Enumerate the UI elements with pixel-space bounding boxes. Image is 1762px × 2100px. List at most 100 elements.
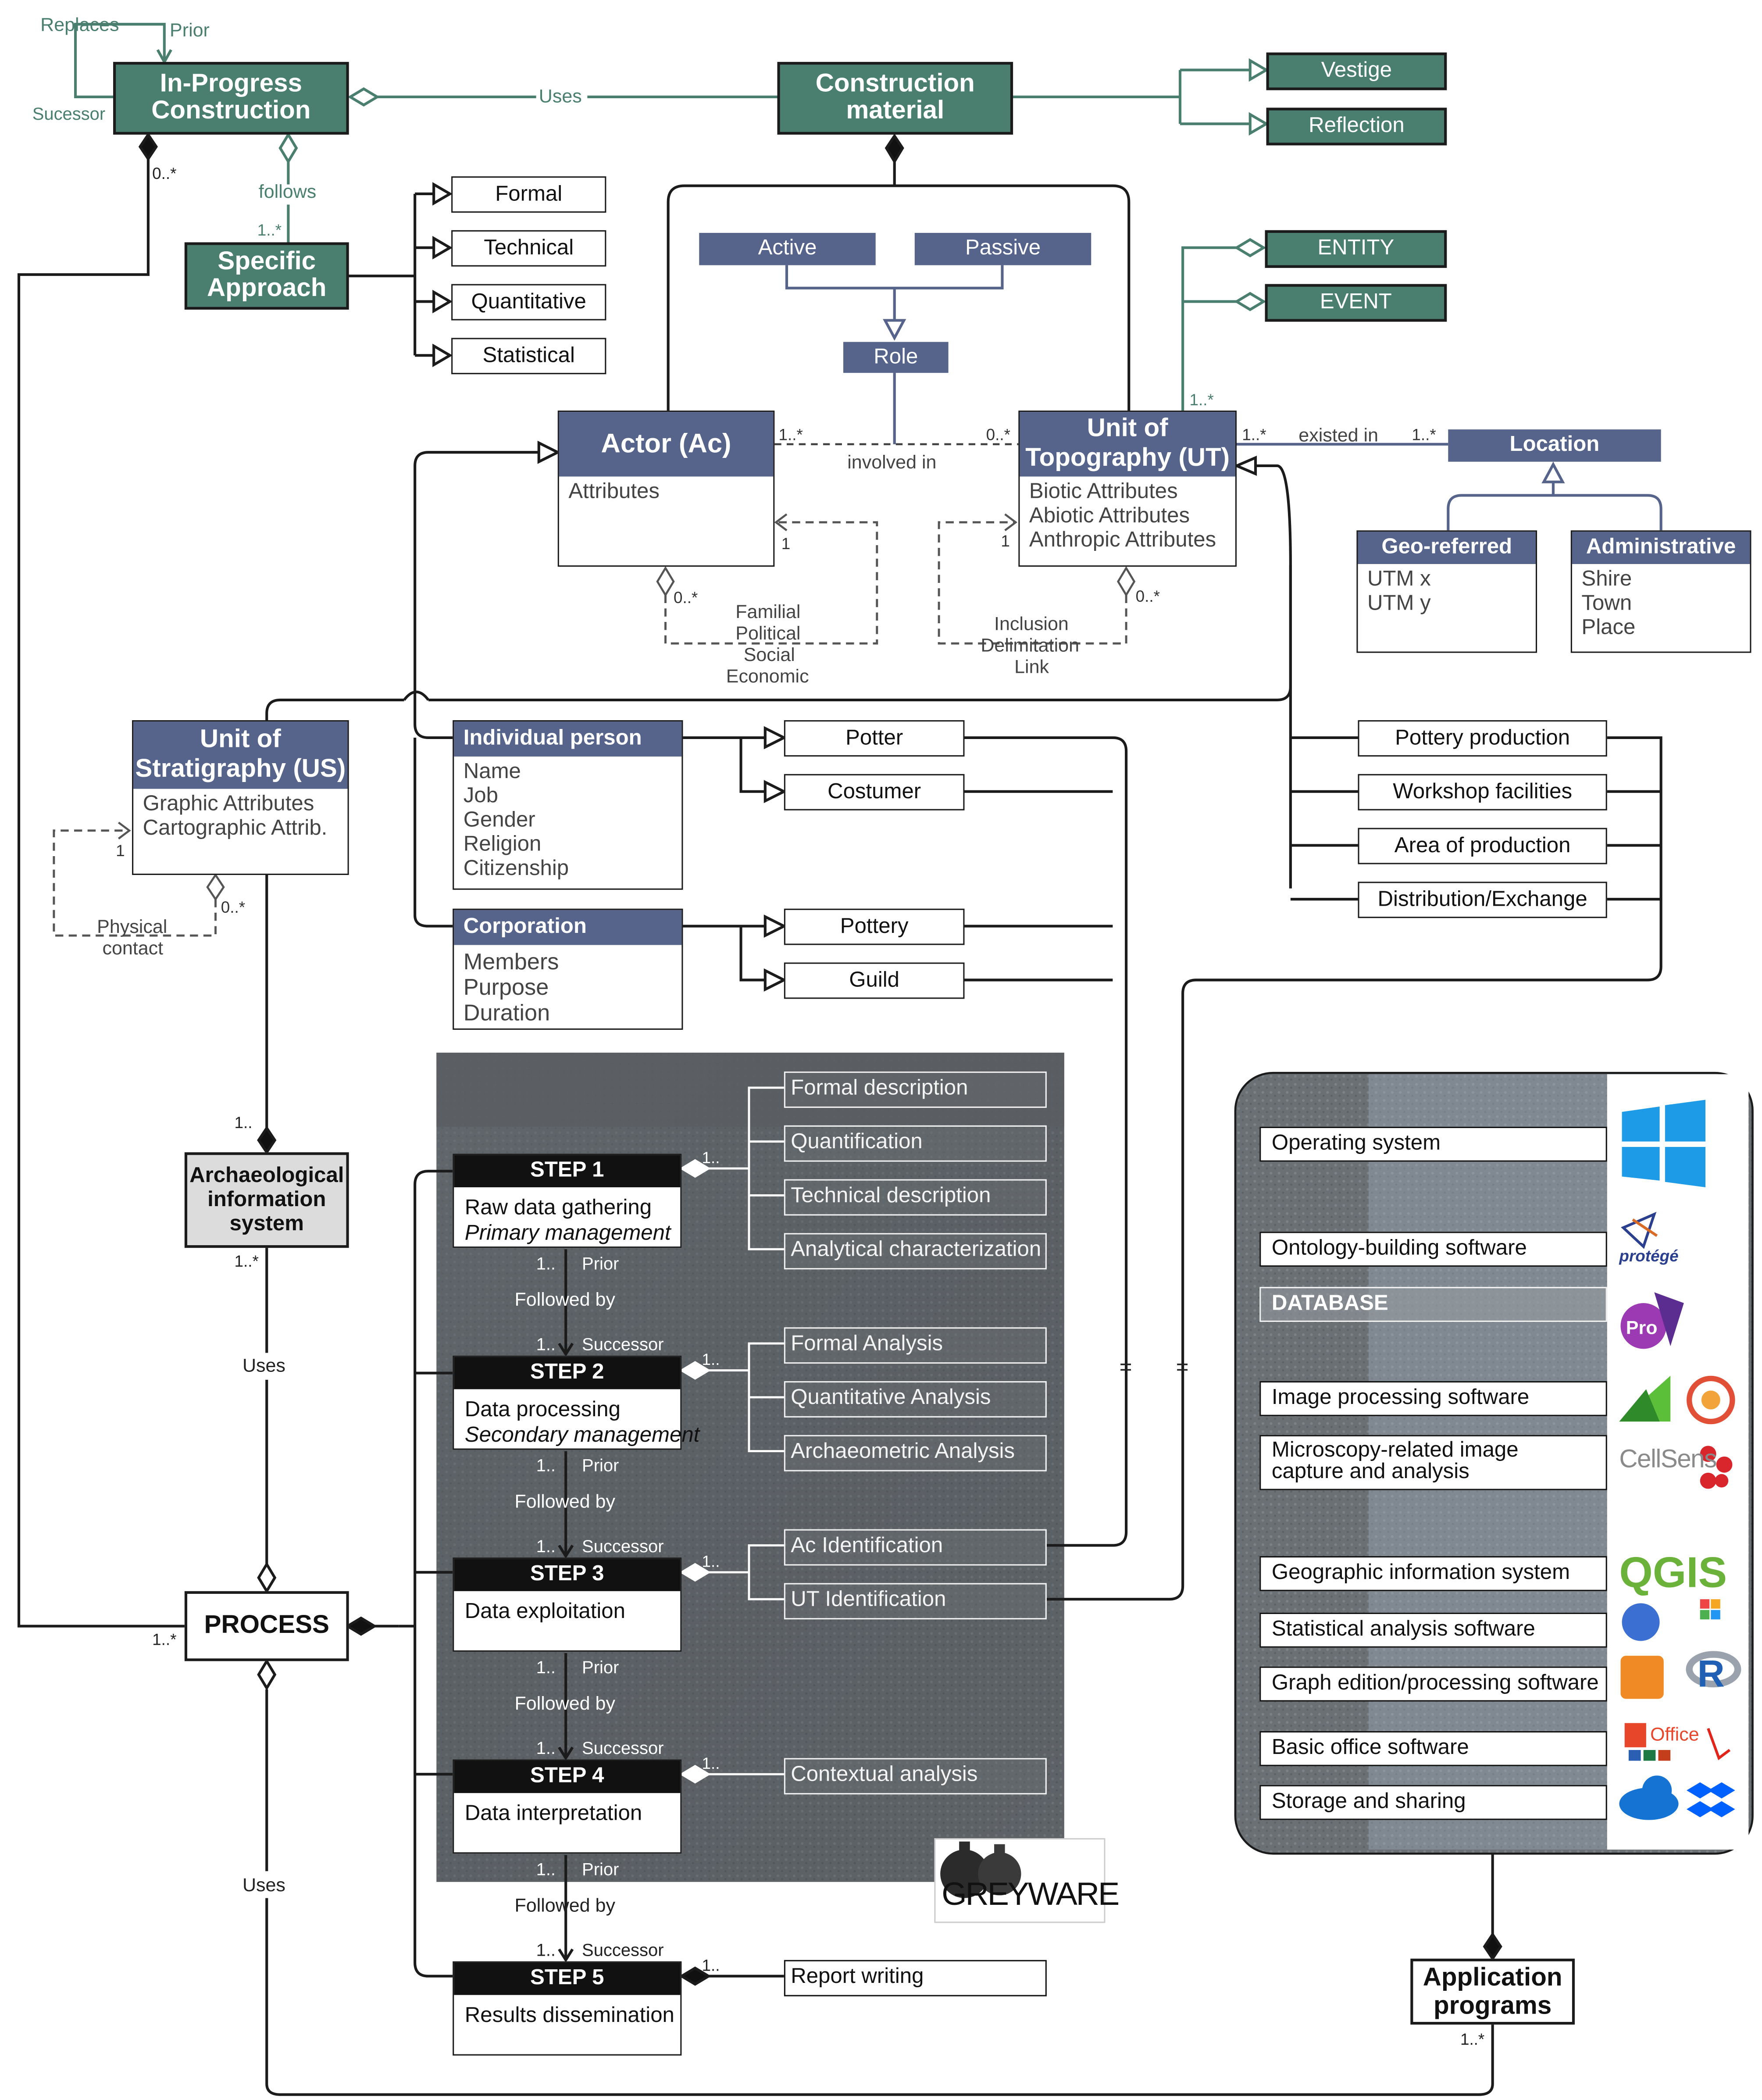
step-5[interactable]: STEP 5 Results dissemination: [453, 1961, 682, 2056]
approach-statistical[interactable]: Statistical: [451, 338, 606, 375]
actor-class[interactable]: Actor (Ac) Attributes: [557, 411, 775, 567]
ut-area-of-production[interactable]: Area of production: [1358, 828, 1607, 864]
task-contextual-analysis[interactable]: Contextual analysis: [784, 1758, 1047, 1795]
mult-step4-prior: 1..: [536, 1859, 556, 1879]
corporation-class[interactable]: Corporation Members Purpose Duration: [453, 908, 683, 1030]
vestige-class[interactable]: Vestige: [1266, 52, 1447, 90]
equals-label-right: =: [1176, 1357, 1189, 1380]
mult-ais-bottom: 1..*: [234, 1252, 259, 1271]
image-software-logo-icon: [1619, 1375, 1735, 1425]
in-progress-construction-class[interactable]: In-Progress Construction: [113, 62, 349, 135]
windows-logo-icon: [1622, 1100, 1706, 1188]
guild-corporation[interactable]: Guild: [784, 962, 965, 999]
archaeological-information-system[interactable]: Archaeological information system: [184, 1152, 349, 1248]
step-3[interactable]: STEP 3 Data exploitation: [453, 1557, 682, 1652]
costumer-role[interactable]: Costumer: [784, 774, 965, 811]
role-class[interactable]: Role: [843, 342, 949, 373]
software-basic-office[interactable]: Basic office software: [1259, 1731, 1607, 1766]
mult-step4-tasks: 1..: [702, 1754, 720, 1773]
software-graph[interactable]: Graph edition/processing software: [1259, 1666, 1607, 1702]
geo-referred-title: Geo-referred: [1358, 532, 1536, 564]
software-ontology-building[interactable]: Ontology-building software: [1259, 1232, 1607, 1267]
uses-label-ais: Uses: [242, 1354, 285, 1376]
software-operating-system[interactable]: Operating system: [1259, 1126, 1607, 1162]
software-gis[interactable]: Geographic information system: [1259, 1556, 1607, 1591]
pottery-corporation[interactable]: Pottery: [784, 908, 965, 945]
task-analytical-characterization[interactable]: Analytical characterization: [784, 1233, 1047, 1270]
geo-attribute-y: UTM y: [1367, 592, 1431, 615]
approach-quantitative[interactable]: Quantitative: [451, 284, 606, 321]
mult-process: 1..*: [152, 1630, 177, 1649]
task-technical-description[interactable]: Technical description: [784, 1179, 1047, 1216]
qgis-logo-text: QGIS: [1619, 1548, 1727, 1597]
mult-ut-involved: 0..*: [986, 425, 1010, 444]
mult-step2-tasks: 1..: [702, 1350, 720, 1369]
passive-role[interactable]: Passive: [914, 232, 1091, 265]
approach-technical[interactable]: Technical: [451, 230, 606, 267]
prior-label: Prior: [170, 18, 210, 41]
mult-step3-tasks: 1..: [702, 1552, 720, 1571]
administrative-class[interactable]: Administrative Shire Town Place: [1570, 530, 1751, 653]
geo-referred-class[interactable]: Geo-referred UTM x UTM y: [1356, 530, 1537, 653]
software-database[interactable]: DATABASE: [1259, 1287, 1607, 1322]
mult-follows: 1..*: [257, 221, 282, 240]
reflection-class[interactable]: Reflection: [1266, 107, 1447, 146]
uses-label-top: Uses: [539, 85, 582, 107]
contact-label: contact: [102, 937, 164, 959]
unit-of-stratigraphy-class[interactable]: Unit of Stratigraphy (US) Graphic Attrib…: [132, 720, 349, 875]
software-statistical[interactable]: Statistical analysis software: [1259, 1612, 1607, 1648]
location-class[interactable]: Location: [1448, 429, 1661, 462]
greyware-logo-text: GREYWARE: [942, 1876, 1120, 1913]
mult-step3-successor: 1..: [536, 1536, 556, 1556]
task-ut-identification[interactable]: UT Identification: [784, 1583, 1047, 1620]
mult-actor-self-1: 1: [781, 534, 791, 554]
unit-of-stratigraphy-title: Unit of Stratigraphy (US): [133, 721, 348, 789]
protege-logo-text: protégé: [1619, 1246, 1679, 1266]
step-2-line2: Secondary management: [464, 1424, 700, 1447]
step2-prior-label: Prior: [582, 1455, 619, 1475]
geo-attribute-x: UTM x: [1367, 568, 1431, 591]
ut-workshop-facilities[interactable]: Workshop facilities: [1358, 774, 1607, 811]
mult-us-self-1: 1: [116, 841, 125, 861]
administrative-title: Administrative: [1572, 532, 1750, 564]
process-class[interactable]: PROCESS: [184, 1591, 349, 1661]
office-logo-text: Office: [1650, 1723, 1699, 1745]
step-4[interactable]: STEP 4 Data interpretation: [453, 1759, 682, 1854]
entity-class[interactable]: ENTITY: [1265, 230, 1447, 268]
mult-ut-self-0n: 0..*: [1135, 587, 1160, 606]
software-image-processing[interactable]: Image processing software: [1259, 1381, 1607, 1416]
task-formal-description[interactable]: Formal description: [784, 1071, 1047, 1108]
cellsens-logo-icon: [1700, 1446, 1733, 1489]
construction-material-class[interactable]: Construction material: [777, 62, 1013, 135]
task-quantitative-analysis[interactable]: Quantitative Analysis: [784, 1381, 1047, 1418]
specific-approach-class[interactable]: Specific Approach: [184, 242, 349, 310]
task-report-writing[interactable]: Report writing: [784, 1960, 1047, 1996]
person-attribute-religion: Religion: [463, 833, 542, 857]
task-archaeometric-analysis[interactable]: Archaeometric Analysis: [784, 1435, 1047, 1471]
software-microscopy[interactable]: Microscopy-related image capture and ana…: [1259, 1435, 1607, 1490]
task-formal-analysis[interactable]: Formal Analysis: [784, 1327, 1047, 1364]
potter-role[interactable]: Potter: [784, 720, 965, 757]
active-role[interactable]: Active: [699, 232, 876, 265]
mult-step2-prior: 1..: [536, 1455, 556, 1475]
software-storage-sharing[interactable]: Storage and sharing: [1259, 1785, 1607, 1820]
mult-ais-top: 1..: [234, 1113, 253, 1132]
replaces-label: Replaces: [40, 13, 119, 35]
ut-pottery-production[interactable]: Pottery production: [1358, 720, 1607, 757]
step-4-label: STEP 4: [454, 1761, 681, 1793]
approach-formal[interactable]: Formal: [451, 176, 606, 213]
us-attribute-graphic: Graphic Attributes: [143, 793, 314, 816]
step3-prior-label: Prior: [582, 1657, 619, 1678]
mult-entity: 1..*: [1189, 390, 1214, 410]
event-class[interactable]: EVENT: [1265, 284, 1447, 322]
mult-step1-tasks: 1..: [702, 1148, 720, 1167]
task-ac-identification[interactable]: Ac Identification: [784, 1529, 1047, 1566]
unit-of-topography-class[interactable]: Unit of Topography (UT) Biotic Attribute…: [1018, 411, 1237, 567]
application-programs-class[interactable]: Application programs: [1410, 1958, 1575, 2025]
ut-distribution-exchange[interactable]: Distribution/Exchange: [1358, 882, 1607, 918]
mult-step4-successor: 1..: [536, 1738, 556, 1758]
task-quantification[interactable]: Quantification: [784, 1125, 1047, 1162]
individual-person-class[interactable]: Individual person Name Job Gender Religi…: [453, 720, 683, 890]
